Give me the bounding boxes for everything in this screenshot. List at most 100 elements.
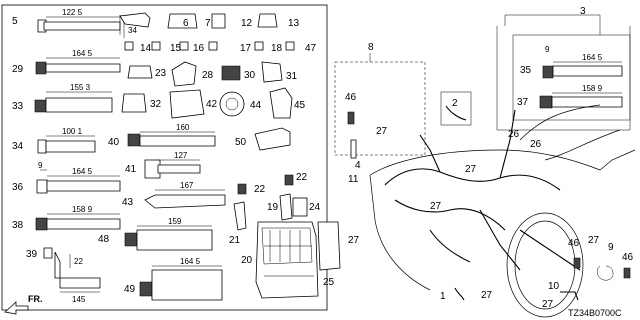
part-23 <box>127 65 153 79</box>
callout-39: 39 <box>26 249 38 260</box>
callout-19: 19 <box>267 202 279 213</box>
part-22-b <box>284 174 294 186</box>
front-direction-label: FR. <box>28 294 43 304</box>
dim-35-length: 164 5 <box>582 53 603 62</box>
callout-27-d: 27 <box>348 235 360 246</box>
dim-41-length: 127 <box>174 151 188 160</box>
callout-34: 34 <box>12 141 24 152</box>
part-47 <box>285 41 295 51</box>
callout-12: 12 <box>241 18 253 29</box>
part-48 <box>124 225 213 251</box>
dim-38-length: 158 9 <box>72 205 93 214</box>
callout-18: 18 <box>271 43 283 54</box>
callout-42: 42 <box>206 99 218 110</box>
callout-8: 8 <box>368 42 374 53</box>
parts-frame-left <box>1 4 328 311</box>
part-39 <box>43 247 101 293</box>
callout-27-b: 27 <box>465 164 477 175</box>
part-38 <box>35 213 121 231</box>
callout-46-c: 46 <box>622 252 634 263</box>
callout-35: 35 <box>520 65 532 76</box>
part-42 <box>169 89 205 119</box>
part-41 <box>144 159 201 179</box>
callout-38: 38 <box>12 220 24 231</box>
box-2 <box>440 91 472 126</box>
callout-27-f: 27 <box>588 235 600 246</box>
callout-49: 49 <box>124 284 136 295</box>
callout-29: 29 <box>12 64 24 75</box>
part-50 <box>254 127 291 151</box>
callout-30: 30 <box>244 70 256 81</box>
callout-22-b: 22 <box>296 172 308 183</box>
part-43 <box>144 189 226 209</box>
part-12 <box>211 13 226 29</box>
dim-39-height: 22 <box>74 257 83 266</box>
part-46-a <box>347 111 355 125</box>
callout-7: 7 <box>205 18 211 29</box>
dim-37-length: 158 9 <box>582 84 603 93</box>
callout-21: 21 <box>229 235 241 246</box>
part-19 <box>279 193 293 221</box>
dim-5-height: 34 <box>128 26 137 35</box>
part-40 <box>127 131 216 147</box>
callout-37: 37 <box>517 97 529 108</box>
part-1 <box>454 287 465 301</box>
vehicle-body <box>369 104 636 318</box>
dashed-box-8 <box>334 61 426 156</box>
part-6 <box>119 12 151 28</box>
part-14 <box>124 41 134 51</box>
callout-20: 20 <box>241 255 253 266</box>
callout-27-g: 27 <box>542 299 554 310</box>
callout-36: 36 <box>12 182 24 193</box>
wire-harness <box>384 109 581 271</box>
dim-5-length: 122 5 <box>62 8 83 17</box>
callout-32: 32 <box>150 99 162 110</box>
part-29 <box>35 57 121 75</box>
callout-11: 11 <box>348 174 359 185</box>
part-45 <box>269 87 293 119</box>
dim-36-length: 164 5 <box>72 167 93 176</box>
dim-33-length: 155 3 <box>70 83 91 92</box>
part-28 <box>171 61 197 87</box>
part-17 <box>208 41 218 51</box>
callout-23: 23 <box>155 68 167 79</box>
callout-15: 15 <box>170 43 182 54</box>
part-20-fuse-box <box>255 221 319 299</box>
dim-40-length: 160 <box>176 123 190 132</box>
dim-35-offset: 9 <box>545 45 550 54</box>
part-32 <box>121 93 147 113</box>
dim-29-length: 164 5 <box>72 49 93 58</box>
callout-1: 1 <box>440 291 446 302</box>
callout-45: 45 <box>294 100 306 111</box>
callout-10: 10 <box>548 281 560 292</box>
callout-6: 6 <box>183 18 189 29</box>
bracket-3 <box>504 14 601 35</box>
parts-frame-right-inner <box>512 34 631 121</box>
part-25-cover <box>317 221 341 271</box>
callout-46-b: 46 <box>568 238 580 249</box>
callout-31: 31 <box>286 71 298 82</box>
callout-26-b: 26 <box>530 139 542 150</box>
dim-43-length: 167 <box>180 181 194 190</box>
parts-frame-right <box>496 26 631 131</box>
callout-33: 33 <box>12 101 24 112</box>
dim-34-length: 100 1 <box>62 127 83 136</box>
part-24 <box>292 197 308 217</box>
part-9 <box>597 265 614 281</box>
callout-2: 2 <box>452 98 458 109</box>
callout-48: 48 <box>98 234 110 245</box>
part-2 <box>445 105 467 121</box>
part-31 <box>261 61 283 83</box>
callout-24: 24 <box>309 202 321 213</box>
callout-3: 3 <box>580 6 586 17</box>
part-34 <box>37 135 96 154</box>
callout-40: 40 <box>108 137 120 148</box>
dim-39-length: 145 <box>72 295 86 304</box>
callout-9: 9 <box>608 242 614 253</box>
callout-46-a: 46 <box>345 92 357 103</box>
callout-27-c: 27 <box>430 201 442 212</box>
part-15 <box>151 41 161 51</box>
part-18 <box>254 41 264 51</box>
part-49 <box>139 265 223 301</box>
